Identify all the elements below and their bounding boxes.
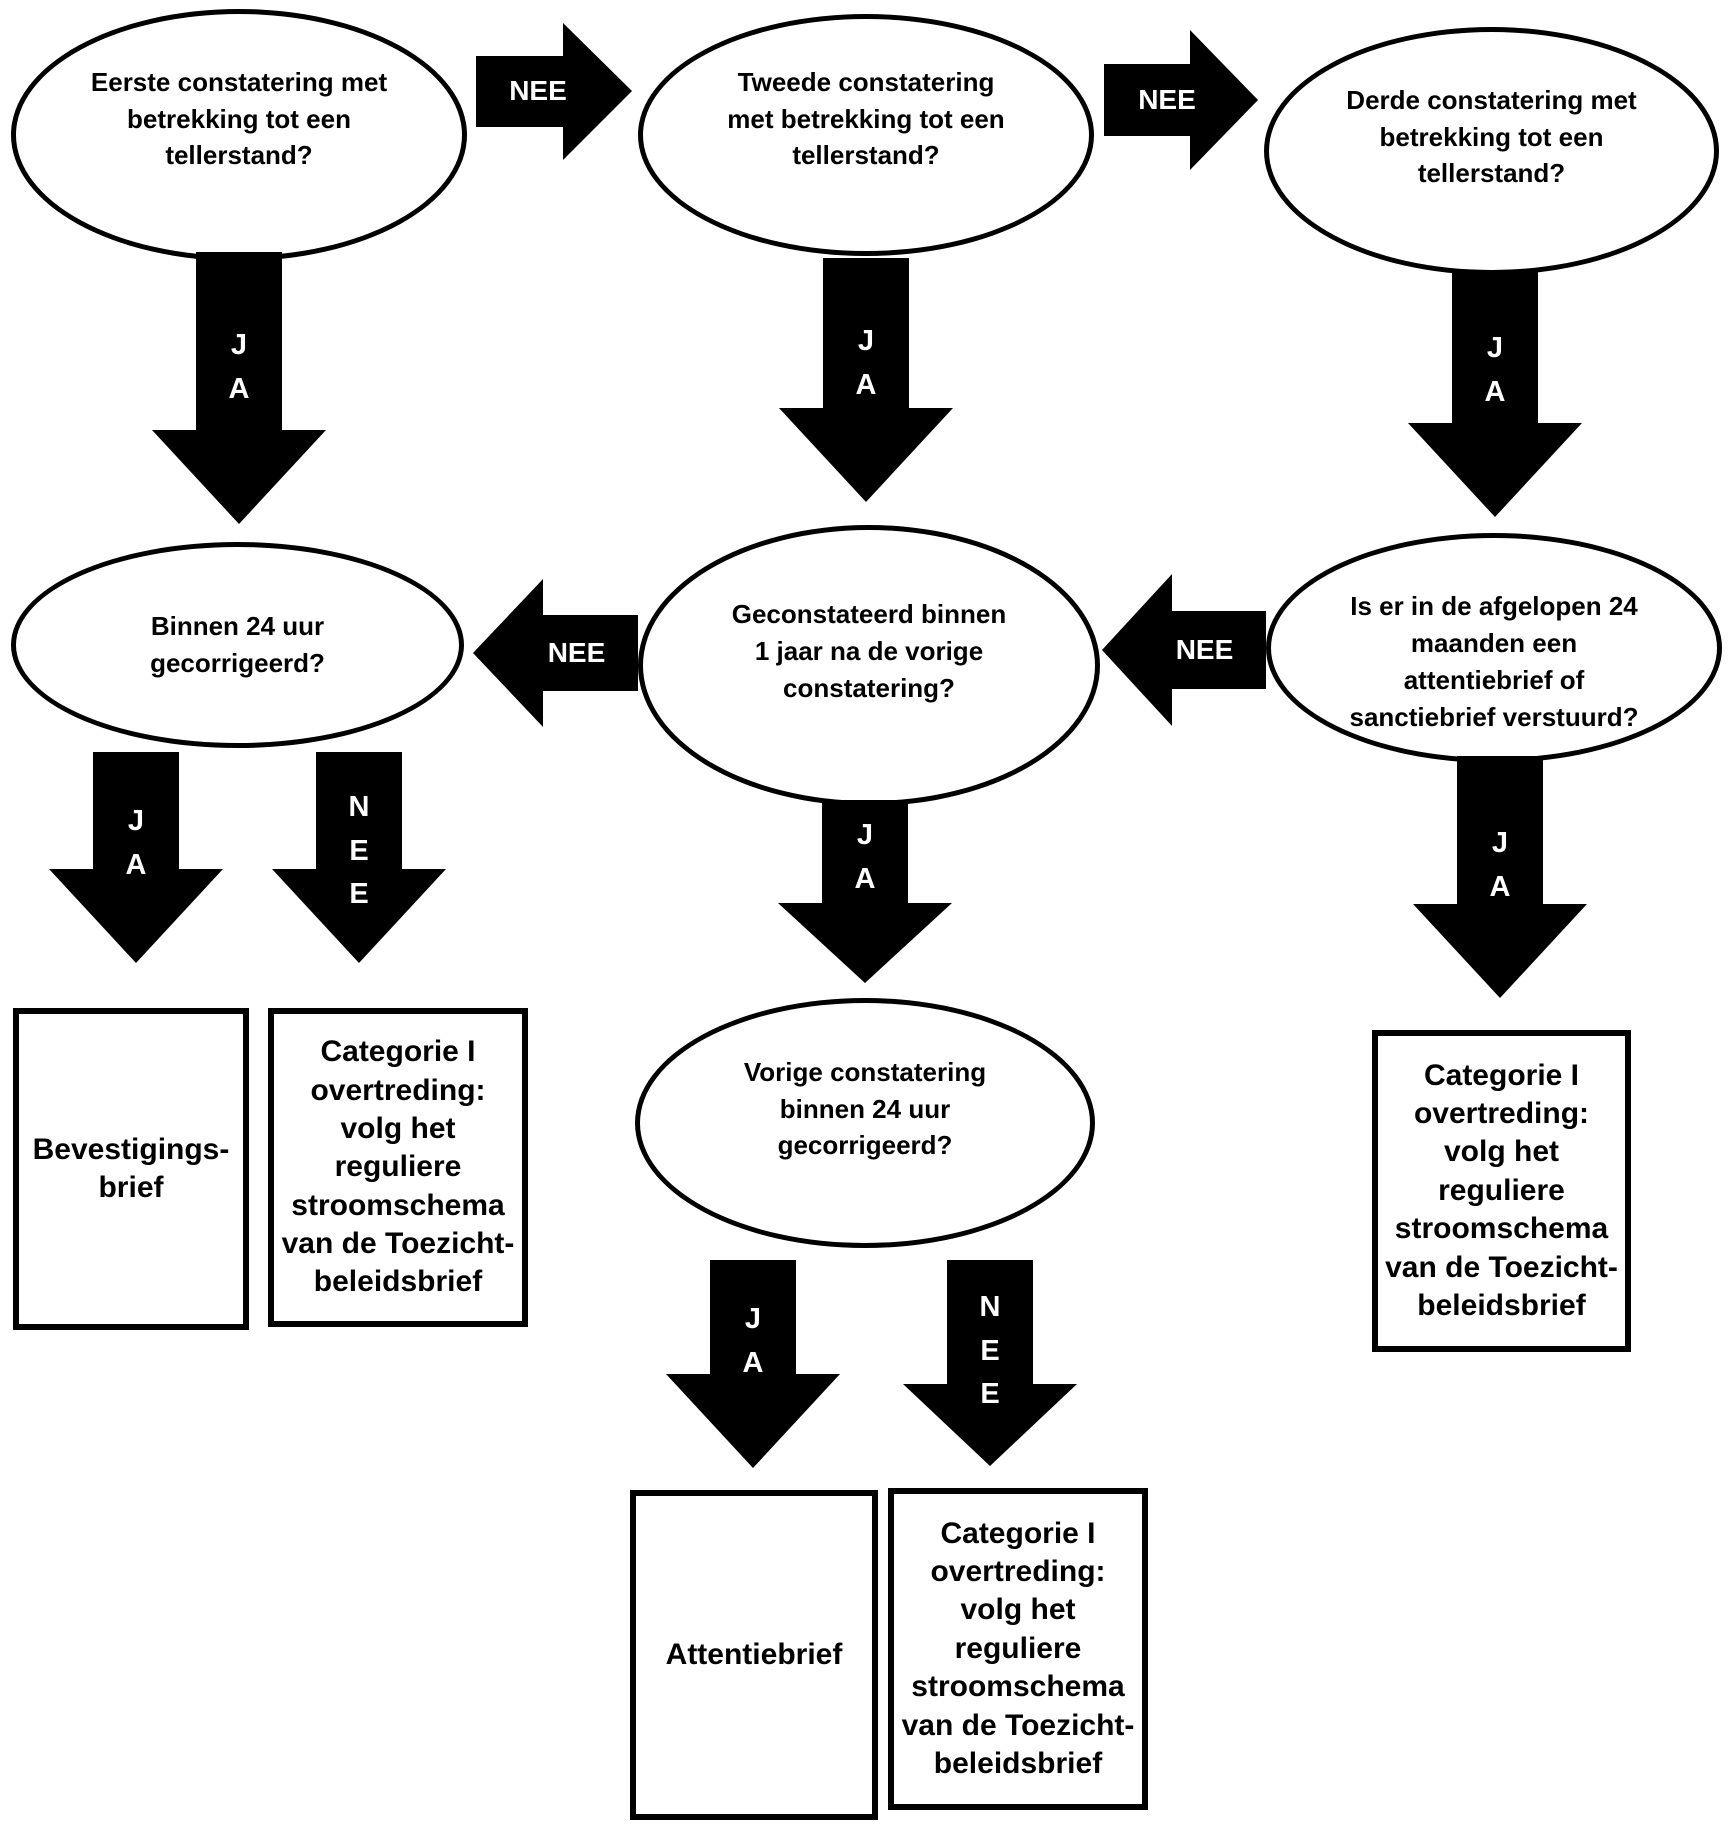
ja-arrow-down-icon: J A bbox=[1408, 272, 1582, 517]
nee-arrow-right-icon: NEE bbox=[1104, 30, 1258, 170]
outcome-categorie-1-links: Categorie I overtreding: volg het reguli… bbox=[268, 1008, 528, 1327]
arrow-shape bbox=[666, 1260, 840, 1468]
arrow-shape bbox=[778, 800, 952, 983]
edge-label: NEE bbox=[1175, 634, 1234, 665]
ja-arrow-down-icon: J A bbox=[778, 800, 952, 983]
outcome-text: Attentiebrief bbox=[665, 1637, 843, 1671]
edge-label: N E E bbox=[348, 791, 370, 910]
decision-tweede-constatering: Tweede constatering met betrekking tot e… bbox=[638, 14, 1094, 256]
edge-label: NEE bbox=[547, 637, 606, 668]
ja-arrow-down-icon: J A bbox=[152, 252, 326, 524]
nee-arrow-right-icon: NEE bbox=[476, 23, 632, 160]
ja-arrow-down-icon: J A bbox=[1413, 756, 1587, 998]
arrow-shape bbox=[49, 752, 223, 963]
ja-arrow-down-icon: J A bbox=[666, 1260, 840, 1468]
outcome-categorie-1-midden: Categorie I overtreding: volg het reguli… bbox=[888, 1488, 1148, 1810]
edge-label: NEE bbox=[509, 75, 567, 106]
outcome-text: Categorie I overtreding: volg het reguli… bbox=[281, 1035, 515, 1299]
arrow-shape bbox=[1408, 272, 1582, 517]
ja-arrow-down-icon: J A bbox=[49, 752, 223, 963]
arrow-shape bbox=[1413, 756, 1587, 998]
outcome-categorie-1-rechts: Categorie I overtreding: volg het reguli… bbox=[1372, 1030, 1631, 1352]
edge-label: J A bbox=[742, 1303, 764, 1379]
arrow-shape bbox=[903, 1260, 1077, 1466]
outcome-text: Bevestigings- brief bbox=[32, 1132, 230, 1204]
decision-text: Geconstateerd binnen 1 jaar na de vorige… bbox=[731, 599, 1007, 703]
decision-eerste-constatering: Eerste constatering met betrekking tot e… bbox=[11, 9, 467, 261]
decision-text: Eerste constatering met betrekking tot e… bbox=[90, 66, 388, 171]
edge-label: J A bbox=[1489, 827, 1511, 903]
nee-arrow-down-icon: N E E bbox=[903, 1260, 1077, 1466]
decision-text: Binnen 24 uur gecorrigeerd? bbox=[150, 611, 325, 678]
arrow-shape bbox=[779, 258, 953, 502]
nee-arrow-left-icon: NEE bbox=[473, 579, 638, 727]
edge-label: J A bbox=[228, 329, 250, 405]
arrow-shape bbox=[272, 752, 446, 963]
outcome-text: Categorie I overtreding: volg het reguli… bbox=[1385, 1058, 1618, 1322]
decision-binnen-1-jaar: Geconstateerd binnen 1 jaar na de vorige… bbox=[638, 525, 1100, 806]
ja-arrow-down-icon: J A bbox=[779, 258, 953, 502]
arrow-shape bbox=[473, 579, 638, 727]
decision-text: Tweede constatering met betrekking tot e… bbox=[727, 66, 1005, 171]
edge-label: J A bbox=[855, 325, 877, 401]
decision-text: Is er in de afgelopen 24 maanden een att… bbox=[1349, 591, 1639, 732]
edge-label: J A bbox=[854, 819, 876, 895]
nee-arrow-down-icon: N E E bbox=[272, 752, 446, 963]
decision-text: Vorige constatering binnen 24 uur gecorr… bbox=[743, 1056, 987, 1161]
decision-vorige-constatering: Vorige constatering binnen 24 uur gecorr… bbox=[635, 998, 1095, 1248]
decision-text: Derde constatering met betrekking tot ee… bbox=[1346, 84, 1637, 189]
decision-brief-verstuurd: Is er in de afgelopen 24 maanden een att… bbox=[1266, 533, 1722, 763]
outcome-text: Categorie I overtreding: volg het reguli… bbox=[901, 1516, 1135, 1780]
edge-label: NEE bbox=[1138, 84, 1196, 115]
edge-label: N E E bbox=[979, 1291, 1001, 1410]
edge-label: J A bbox=[125, 805, 147, 881]
arrow-shape bbox=[476, 23, 632, 160]
nee-arrow-left-icon: NEE bbox=[1102, 574, 1266, 726]
decision-binnen-24-uur: Binnen 24 uur gecorrigeerd? bbox=[11, 542, 464, 748]
decision-derde-constatering: Derde constatering met betrekking tot ee… bbox=[1264, 27, 1719, 275]
edge-label: J A bbox=[1484, 332, 1506, 408]
outcome-bevestigingsbrief: Bevestigings- brief bbox=[13, 1008, 249, 1330]
arrow-shape bbox=[1102, 574, 1266, 726]
arrow-shape bbox=[152, 252, 326, 524]
outcome-attentiebrief: Attentiebrief bbox=[630, 1490, 878, 1820]
arrow-shape bbox=[1104, 30, 1258, 170]
